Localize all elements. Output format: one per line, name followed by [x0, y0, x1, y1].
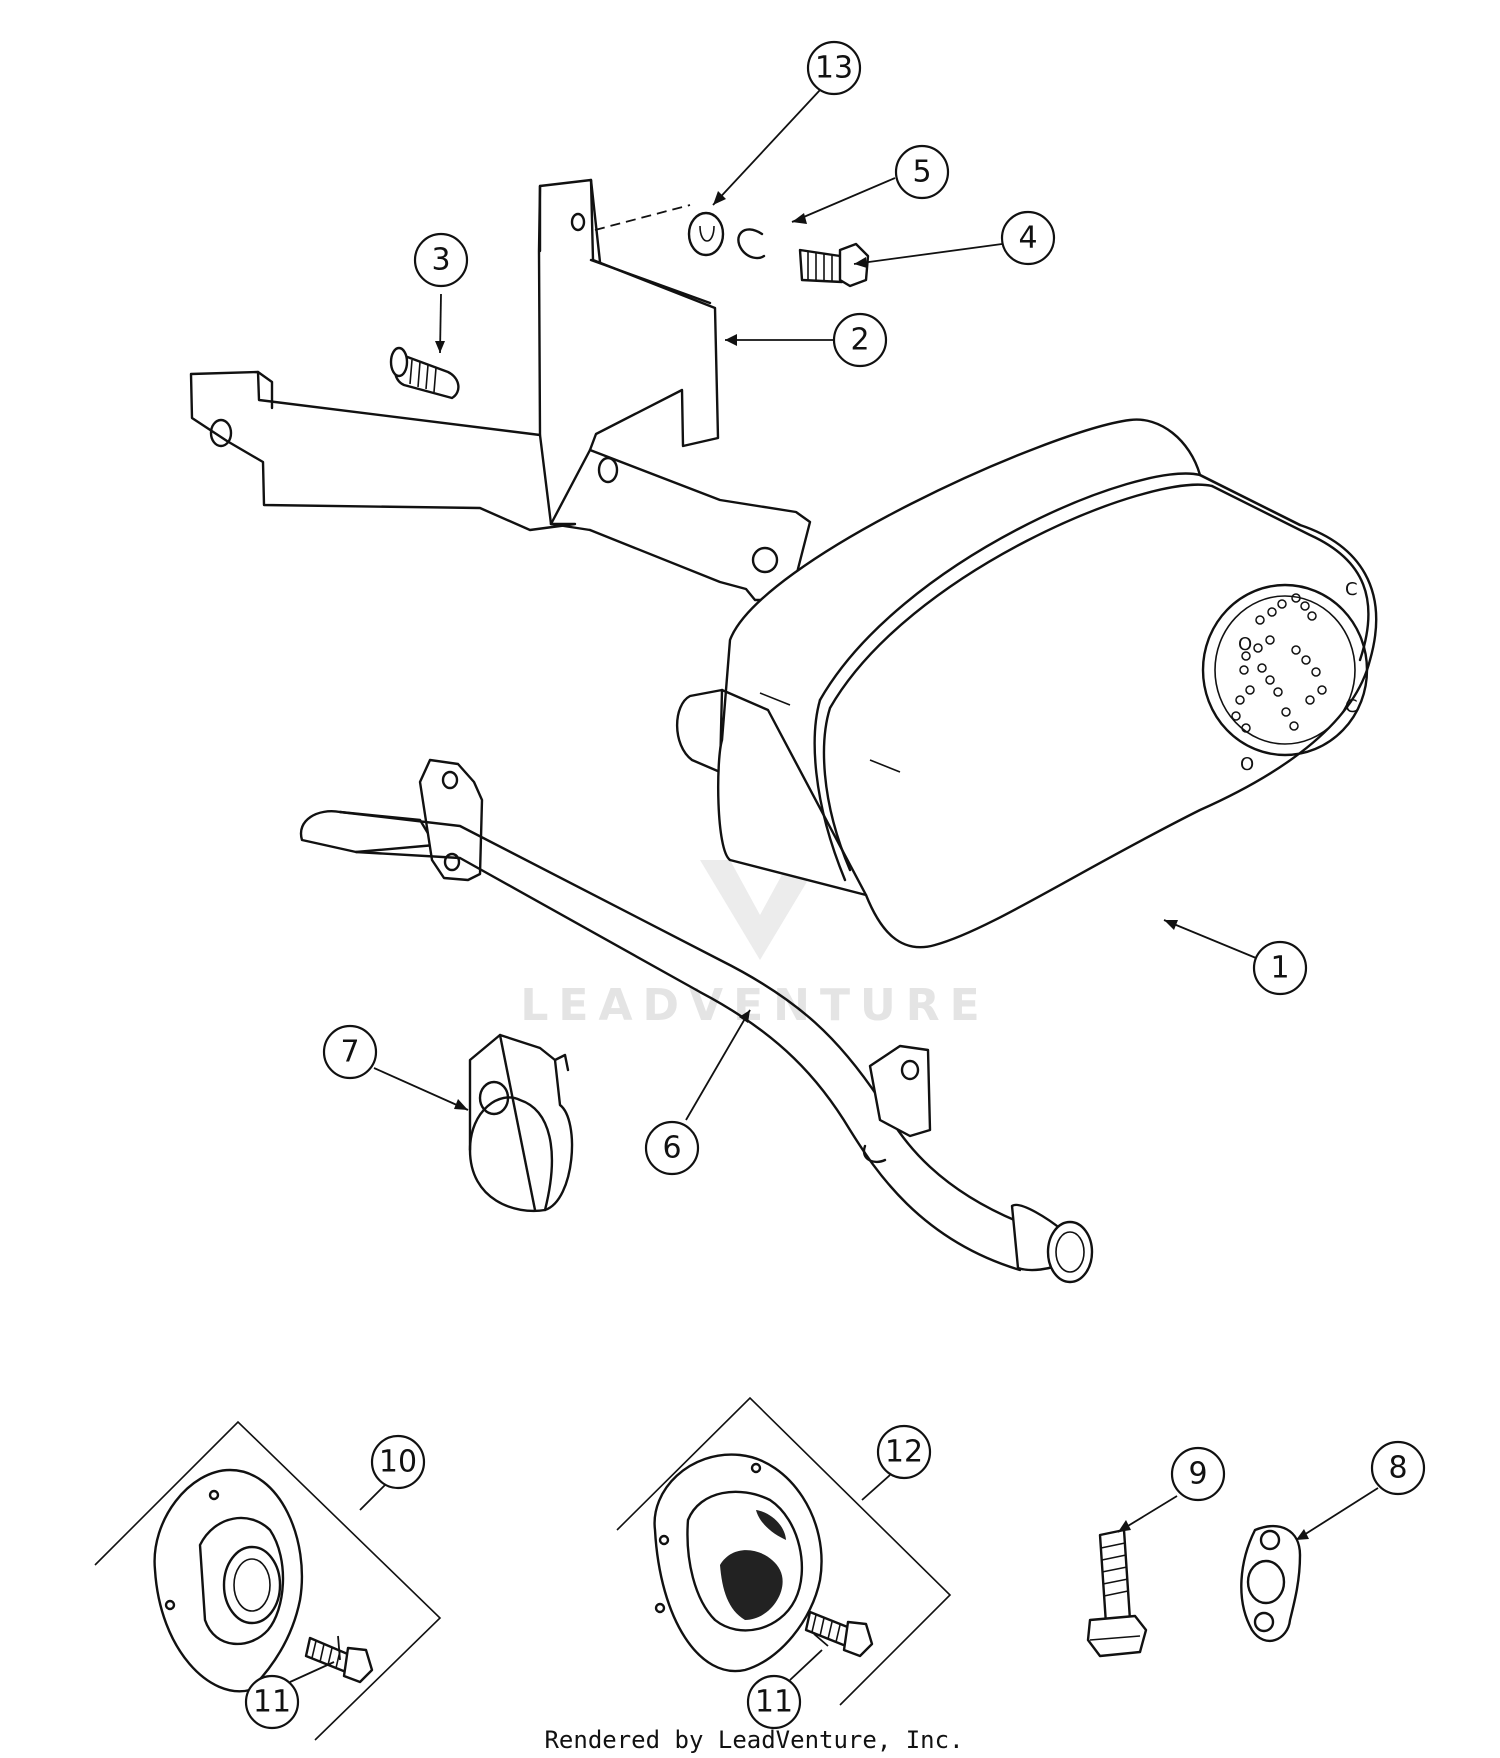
callout-5: 5: [894, 144, 950, 200]
svg-text:3: 3: [431, 243, 450, 278]
callout-4: 4: [1000, 210, 1056, 266]
svg-text:10: 10: [379, 1445, 417, 1480]
svg-text:4: 4: [1018, 221, 1037, 256]
callout-9: 9: [1170, 1446, 1226, 1502]
callout-7: 7: [322, 1024, 378, 1080]
leader-8: [1295, 1487, 1379, 1541]
part-bolt: [1086, 1528, 1148, 1658]
svg-text:13: 13: [815, 51, 853, 86]
part-bracket: [189, 178, 812, 602]
part-muffler: O C C O: [675, 418, 1378, 949]
svg-text:6: 6: [662, 1131, 681, 1166]
svg-text:C: C: [1345, 696, 1358, 717]
callout-10: 10: [370, 1434, 426, 1490]
leader-5: [791, 177, 896, 223]
svg-text:9: 9: [1188, 1457, 1207, 1492]
leader-11a: [337, 1635, 341, 1661]
leader-11b-lower: [789, 1649, 823, 1681]
leader-11a-lower: [289, 1661, 335, 1683]
svg-text:11: 11: [253, 1685, 291, 1720]
callout-11a: 11: [244, 1674, 300, 1730]
part-hardware: [687, 211, 870, 288]
svg-text:O: O: [1240, 754, 1254, 775]
callout-8: 8: [1370, 1440, 1426, 1496]
leader-7: [373, 1067, 469, 1111]
leader-10: [359, 1484, 386, 1511]
leader-13: [712, 89, 821, 206]
svg-text:O: O: [1238, 634, 1252, 655]
callout-13: 13: [806, 40, 862, 96]
callout-11b: 11: [746, 1674, 802, 1730]
leader-lines: [337, 89, 1379, 1661]
svg-text:C: C: [1345, 579, 1358, 600]
callout-1: 1: [1252, 940, 1308, 996]
leader-6: [685, 1009, 751, 1121]
svg-text:8: 8: [1388, 1451, 1407, 1486]
callout-2: 2: [832, 312, 888, 368]
leader-11b: [813, 1633, 829, 1647]
svg-text:5: 5: [912, 155, 931, 190]
part-10-group: [94, 1420, 442, 1741]
leader-1: [1163, 919, 1257, 959]
svg-text:11: 11: [755, 1685, 793, 1720]
footer-credit: Rendered by LeadVenture, Inc.: [544, 1726, 963, 1754]
part-exhaust-pipe: [299, 758, 1094, 1284]
part-clamp: [468, 1033, 574, 1213]
part-stud: [389, 346, 460, 400]
part-12-group: [616, 1396, 952, 1706]
svg-text:7: 7: [340, 1035, 359, 1070]
leader-12: [861, 1474, 891, 1501]
svg-text:2: 2: [850, 323, 869, 358]
watermark-text: LEADVENTURE: [520, 980, 989, 1031]
svg-text:1: 1: [1270, 951, 1289, 986]
callout-12: 12: [876, 1424, 932, 1480]
leader-4: [853, 243, 1003, 265]
part-gasket: [1240, 1525, 1302, 1642]
callout-3: 3: [413, 232, 469, 288]
svg-text:12: 12: [885, 1435, 923, 1470]
callout-6: 6: [644, 1120, 700, 1176]
